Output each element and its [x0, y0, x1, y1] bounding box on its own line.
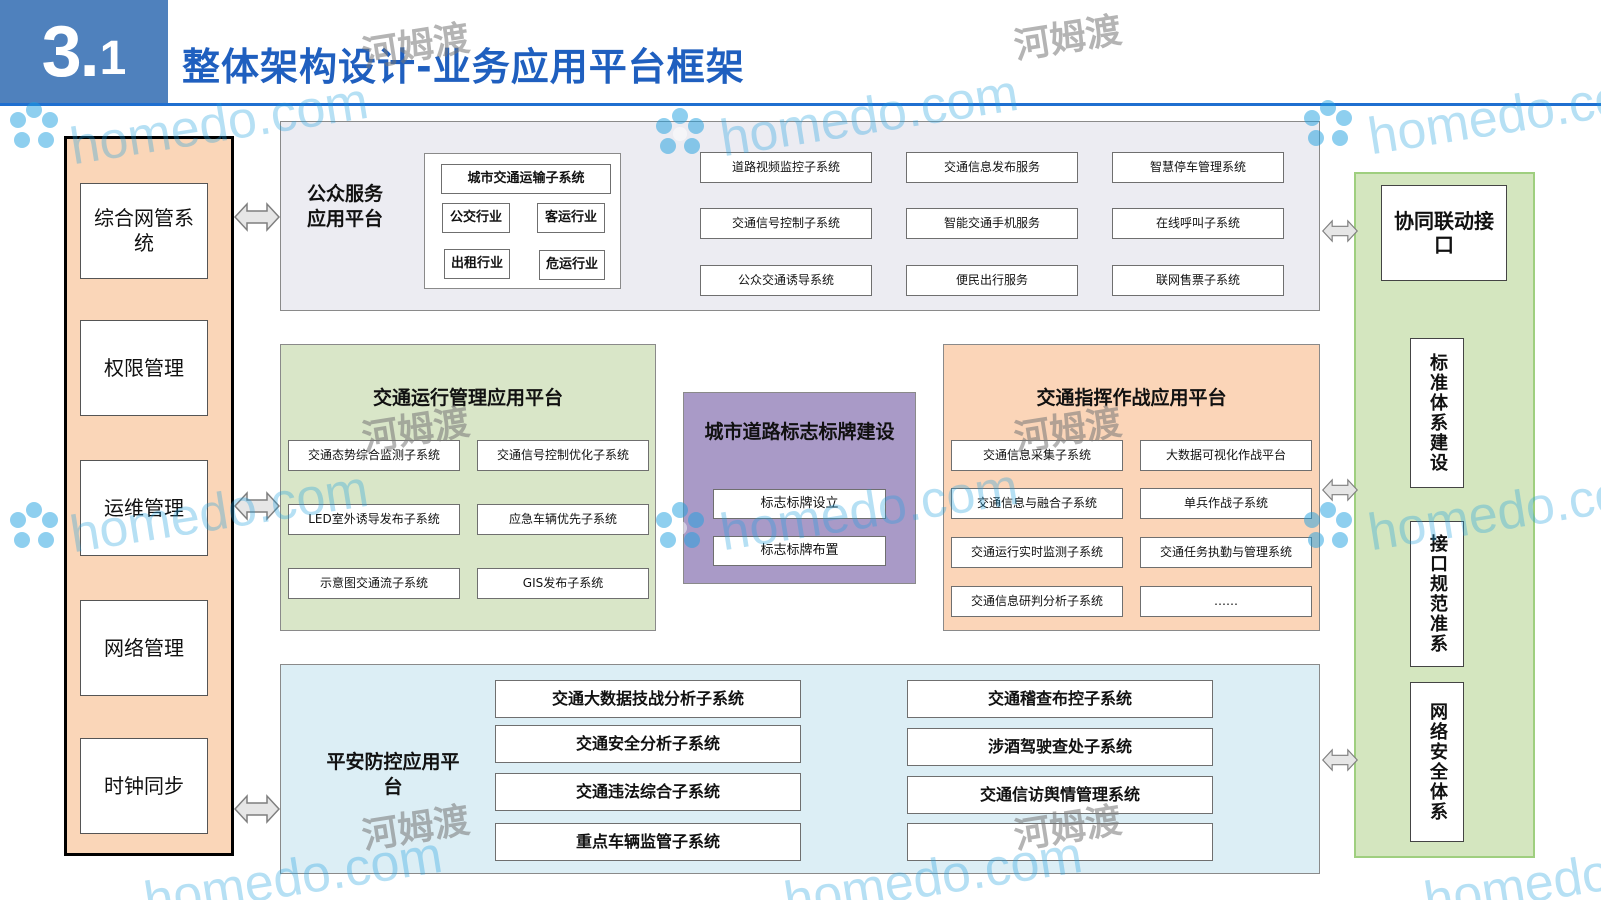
- safety-left-item: 交通安全分析子系统: [495, 725, 801, 763]
- safety-right-item: 涉酒驾驶查处子系统: [907, 728, 1213, 766]
- public-grid-item: 便民出行服务: [906, 265, 1078, 296]
- signs-item-setup: 标志标牌设立: [713, 489, 886, 519]
- header-divider: [0, 103, 1601, 106]
- safety-right-item: 交通信访舆情管理系统: [907, 776, 1213, 814]
- urban-item-bus: 公交行业: [442, 203, 510, 233]
- left-item-clock-sync: 时钟同步: [80, 738, 208, 834]
- public-grid-item: 智慧停车管理系统: [1112, 152, 1284, 183]
- coordination-interface: 协同联动接口: [1381, 185, 1507, 281]
- watermark-flower-icon: [10, 502, 58, 548]
- command-item: 交通信息采集子系统: [951, 440, 1123, 471]
- standards-system: 标准体系建设: [1410, 338, 1464, 488]
- traffic-ops-item: 交通态势综合监测子系统: [288, 440, 460, 471]
- public-grid-item: 智能交通手机服务: [906, 208, 1078, 239]
- urban-item-passenger: 客运行业: [537, 203, 605, 233]
- section-number: 3.: [41, 11, 100, 92]
- double-arrow-icon: [234, 202, 280, 232]
- public-grid-item: 道路视频监控子系统: [700, 152, 872, 183]
- double-arrow-icon: [234, 491, 280, 521]
- interface-spec-label: 接口规范准系: [1427, 534, 1448, 654]
- safety-title: 平安防控应用平台: [326, 751, 460, 798]
- command-title: 交通指挥作战应用平台: [1036, 387, 1227, 409]
- network-security: 网络安全体系: [1410, 682, 1464, 842]
- command-item: 大数据可视化作战平台: [1140, 440, 1312, 471]
- double-arrow-icon: [1322, 748, 1358, 772]
- public-grid-item: 交通信号控制子系统: [700, 208, 872, 239]
- interface-spec: 接口规范准系: [1410, 521, 1464, 667]
- command-item: 交通信息与融合子系统: [951, 488, 1123, 519]
- network-security-label: 网络安全体系: [1427, 702, 1448, 822]
- public-grid-item: 交通信息发布服务: [906, 152, 1078, 183]
- command-item: 交通信息研判分析子系统: [951, 586, 1123, 617]
- urban-signs-title: 城市道路标志标牌建设: [704, 421, 895, 443]
- urban-transport-header: 城市交通运输子系统: [441, 164, 611, 194]
- traffic-ops-item: 应急车辆优先子系统: [477, 504, 649, 535]
- traffic-ops-item: 示意图交通流子系统: [288, 568, 460, 599]
- page-title: 整体架构设计-业务应用平台框架: [182, 45, 745, 89]
- command-item: 交通任务执勤与管理系统: [1140, 537, 1312, 568]
- section-sub-number: 1: [99, 32, 127, 85]
- traffic-ops-item: GIS发布子系统: [477, 568, 649, 599]
- traffic-ops-item: LED室外诱导发布子系统: [288, 504, 460, 535]
- urban-item-hazmat: 危运行业: [539, 250, 605, 280]
- public-service-title: 公众服务应用平台: [306, 183, 383, 230]
- watermark-flower-icon: [10, 102, 58, 148]
- left-item-network-mgmt-system: 综合网管系统: [80, 183, 208, 279]
- left-item-operations: 运维管理: [80, 460, 208, 556]
- watermark-chinese: 河姆渡: [1011, 9, 1125, 68]
- safety-right-item: 交通稽查布控子系统: [907, 680, 1213, 718]
- double-arrow-icon: [1322, 219, 1358, 243]
- safety-left-item: 重点车辆监管子系统: [495, 823, 801, 861]
- command-item: 交通运行实时监测子系统: [951, 537, 1123, 568]
- left-item-network: 网络管理: [80, 600, 208, 696]
- urban-item-taxi: 出租行业: [444, 249, 510, 279]
- signs-item-layout: 标志标牌布置: [713, 536, 886, 566]
- safety-left-item: 交通大数据技战分析子系统: [495, 680, 801, 718]
- double-arrow-icon: [1322, 478, 1358, 502]
- traffic-ops-title: 交通运行管理应用平台: [372, 387, 563, 409]
- public-grid-item: 在线呼叫子系统: [1112, 208, 1284, 239]
- public-grid-item: 公众交通诱导系统: [700, 265, 872, 296]
- section-badge: 3. 1: [0, 0, 168, 103]
- watermark-text: homedo.com: [1364, 61, 1601, 167]
- traffic-ops-item: 交通信号控制优化子系统: [477, 440, 649, 471]
- standards-system-label: 标准体系建设: [1427, 353, 1448, 473]
- command-item: ……: [1140, 586, 1312, 617]
- command-item: 单兵作战子系统: [1140, 488, 1312, 519]
- safety-left-item: 交通违法综合子系统: [495, 773, 801, 811]
- double-arrow-icon: [234, 794, 280, 824]
- safety-right-item-empty: [907, 823, 1213, 861]
- left-item-permission: 权限管理: [80, 320, 208, 416]
- command-panel: [943, 344, 1320, 631]
- public-grid-item: 联网售票子系统: [1112, 265, 1284, 296]
